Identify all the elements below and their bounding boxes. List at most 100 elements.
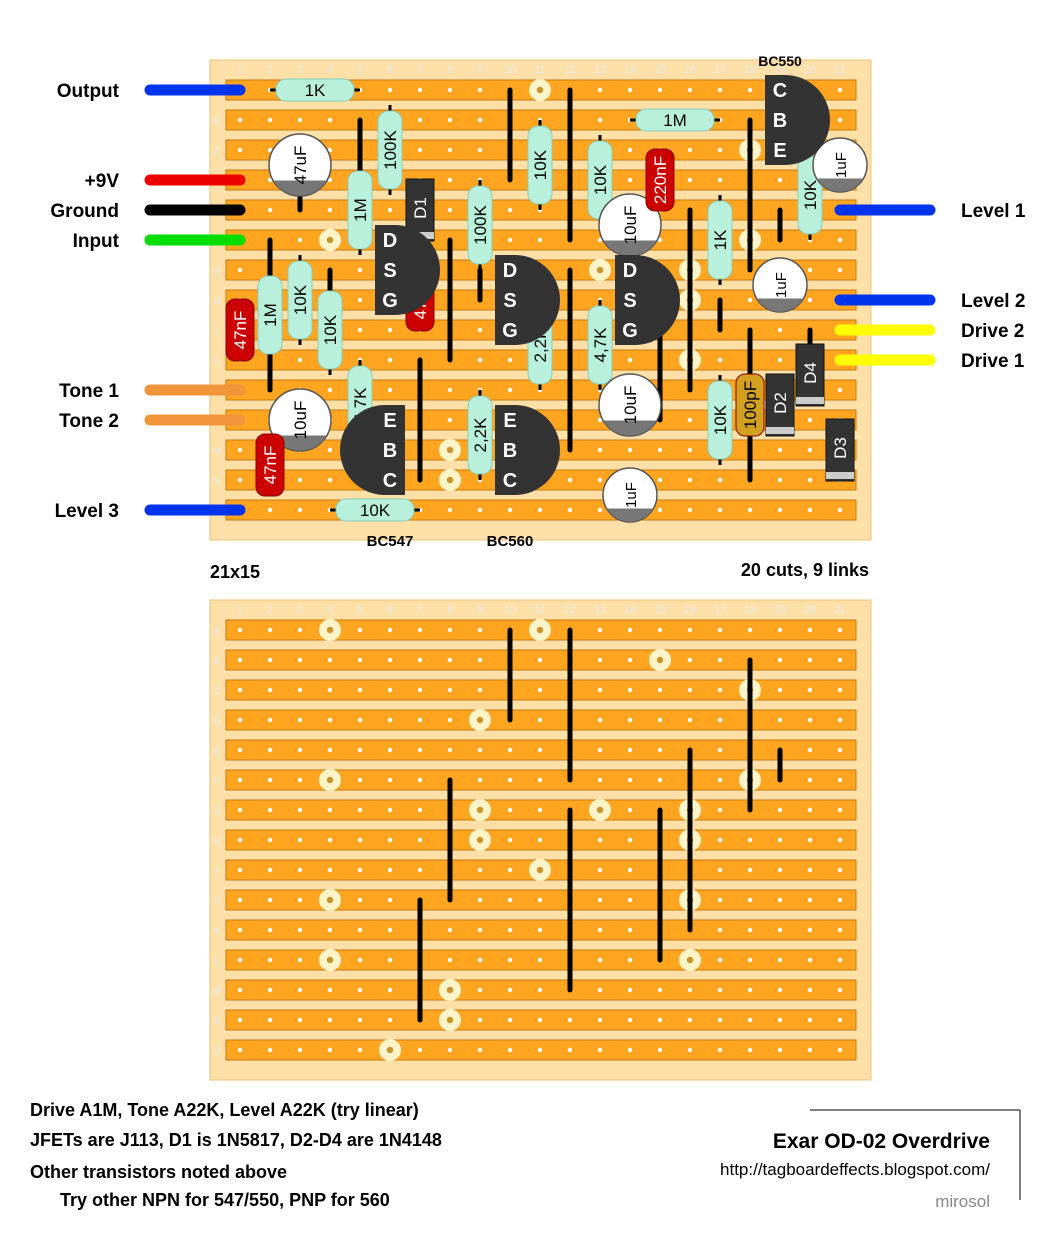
bottom-board-hole	[717, 987, 723, 993]
bottom-board-hole	[537, 717, 543, 723]
top-board-col-label: 11	[534, 64, 545, 76]
capacitor-value: 1uF	[623, 482, 640, 508]
bottom-board-hole	[597, 987, 603, 993]
bottom-board-hole	[267, 897, 273, 903]
top-board-hole	[537, 507, 543, 513]
top-board-hole	[477, 147, 483, 153]
bottom-board-hole	[747, 1047, 753, 1053]
bottom-board-row-label: N	[213, 1016, 220, 1027]
bottom-board-hole	[687, 687, 693, 693]
diode: D4	[795, 343, 825, 407]
top-board-hole	[237, 117, 243, 123]
transistor-pin-label: C	[773, 80, 787, 102]
bottom-board-hole	[477, 867, 483, 873]
bottom-board-hole	[597, 837, 603, 843]
bottom-board-col-label: 5	[357, 604, 363, 616]
bottom-board-col-label: 12	[564, 604, 576, 616]
bottom-board-hole	[807, 1017, 813, 1023]
top-board-hole	[267, 507, 273, 513]
bottom-board-col-label: 10	[504, 604, 516, 616]
bottom-board-hole	[387, 1017, 393, 1023]
bottom-board-hole	[657, 717, 663, 723]
bottom-board-hole	[837, 927, 843, 933]
wire-label: Level 3	[55, 501, 119, 522]
transistor-pin-label: G	[502, 320, 518, 342]
diode-body	[825, 418, 855, 482]
bottom-board-col-label: 11	[534, 604, 545, 616]
bottom-board-hole	[417, 1047, 423, 1053]
resistor-body	[467, 395, 493, 475]
top-board-hole	[357, 267, 363, 273]
resistor-body	[377, 110, 403, 190]
top-board-hole	[357, 297, 363, 303]
bottom-board-hole	[687, 1047, 693, 1053]
top-board-hole	[747, 297, 753, 303]
top-board-hole	[387, 87, 393, 93]
resistor: 10K	[317, 285, 343, 375]
resistor-value: 10K	[801, 179, 820, 210]
resistor-value: 1K	[305, 81, 326, 100]
bottom-board-row-label: L	[214, 956, 220, 967]
bottom-board-hole	[747, 957, 753, 963]
bottom-board-hole	[297, 657, 303, 663]
bottom-board-hole	[507, 1047, 513, 1053]
transistor-pin-label: C	[383, 470, 397, 492]
track-cut-hole	[326, 956, 334, 964]
bottom-board-hole	[537, 897, 543, 903]
bottom-board-hole	[807, 717, 813, 723]
resistor-value: 2,2K	[471, 417, 490, 453]
resistor-value: 10K	[711, 404, 730, 435]
resistor-value: 10K	[591, 164, 610, 195]
bottom-board-hole	[657, 687, 663, 693]
bottom-board-hole	[267, 867, 273, 873]
transistor-pin-label: B	[383, 440, 397, 462]
bottom-board-hole	[537, 927, 543, 933]
bottom-board-hole	[807, 777, 813, 783]
bottom-board-hole	[837, 627, 843, 633]
top-board-hole	[627, 177, 633, 183]
top-board-hole	[387, 327, 393, 333]
bottom-board-hole	[297, 777, 303, 783]
resistor: 100K	[467, 180, 493, 270]
bottom-board-hole	[297, 687, 303, 693]
top-board-hole	[567, 477, 573, 483]
bottom-board-hole	[807, 837, 813, 843]
diode-label: D3	[831, 437, 850, 459]
bottom-board-hole	[237, 987, 243, 993]
top-board-hole	[267, 207, 273, 213]
top-board-hole	[237, 267, 243, 273]
top-board-hole	[237, 147, 243, 153]
top-board-hole	[267, 147, 273, 153]
bottom-board-hole	[687, 1017, 693, 1023]
transistor-pin-label: D	[503, 260, 517, 282]
author: mirosol	[935, 1192, 990, 1211]
bottom-board-hole	[507, 1017, 513, 1023]
bottom-board-col-label: 16	[684, 604, 696, 616]
top-board-hole	[477, 357, 483, 363]
bottom-board-hole	[627, 837, 633, 843]
wire-label: Ground	[50, 201, 119, 222]
transistor: EBC	[495, 405, 560, 495]
bottom-board-hole	[327, 987, 333, 993]
top-board-hole	[717, 87, 723, 93]
bottom-board-hole	[447, 717, 453, 723]
transistor-pin-label: G	[622, 320, 638, 342]
bottom-board-hole	[297, 987, 303, 993]
top-board-hole	[327, 147, 333, 153]
bottom-board-hole	[297, 927, 303, 933]
electrolytic-capacitor: 10uF	[268, 388, 332, 452]
top-board-hole	[327, 447, 333, 453]
capacitor-value: 220nF	[651, 156, 670, 204]
bottom-board-hole	[507, 747, 513, 753]
top-board-col-label: 14	[624, 64, 636, 76]
resistor: 1M	[257, 270, 283, 360]
bottom-board-hole	[267, 1047, 273, 1053]
track-cut-hole	[326, 626, 334, 634]
bottom-board-hole	[837, 717, 843, 723]
track-cut-hole	[446, 446, 454, 454]
bottom-board-hole	[387, 807, 393, 813]
bottom-board-hole	[477, 897, 483, 903]
resistor-value: 100K	[381, 129, 400, 169]
bottom-board-hole	[297, 837, 303, 843]
resistor-value: 10K	[291, 284, 310, 315]
